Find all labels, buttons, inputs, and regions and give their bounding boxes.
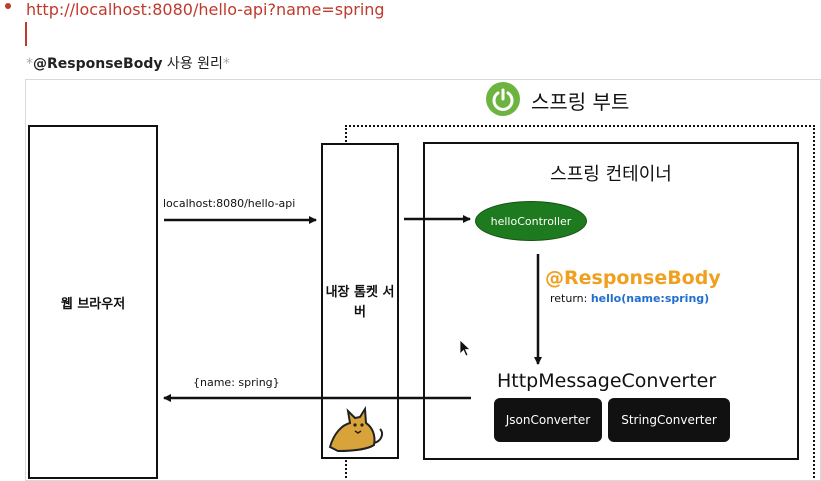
power-icon (486, 82, 520, 116)
request-url-label: localhost:8080/hello-api (163, 197, 296, 210)
response-json-label: {name: spring} (193, 376, 280, 389)
spring-boot-label: 스프링 부트 (531, 90, 630, 114)
response-body-annotation: @ResponseBody (545, 267, 721, 289)
subtitle-rest: 사용 원리 (162, 56, 223, 72)
tomcat-logo (328, 405, 383, 453)
tomcat-server-box: 내장 톰켓 서버 (321, 143, 399, 459)
section-subtitle: *@ResponseBody 사용 원리* (26, 56, 230, 72)
json-converter-label: JsonConverter (505, 413, 591, 427)
tomcat-server-label: 내장 톰켓 서버 (325, 285, 395, 320)
text-cursor (25, 22, 27, 46)
flow-arrows (163, 215, 542, 402)
hello-controller-node: helloController (475, 201, 587, 241)
web-browser-box: 웹 브라우저 (28, 125, 158, 479)
bullet-dot (5, 3, 11, 9)
hello-controller-label: helloController (490, 214, 572, 228)
diagram-image: 스프링 부트 웹 브라우저 내장 톰켓 서버 스프링 컨테이너 helloCon… (25, 79, 821, 481)
return-prefix: return: (550, 292, 591, 305)
url-link[interactable]: http://localhost:8080/hello-api?name=spr… (26, 0, 385, 19)
spring-container-label: 스프링 컨테이너 (550, 164, 672, 185)
string-converter-box: StringConverter (608, 398, 730, 442)
http-message-converter-label: HttpMessageConverter (497, 370, 717, 392)
return-value: hello(name:spring) (590, 292, 710, 305)
return-statement: return: hello(name:spring) (550, 292, 709, 305)
web-browser-label: 웹 브라우저 (60, 296, 126, 312)
string-converter-label: StringConverter (621, 413, 717, 427)
subtitle-bold: @ResponseBody (33, 56, 163, 72)
mouse-pointer-icon (459, 339, 471, 357)
json-converter-box: JsonConverter (494, 398, 602, 442)
